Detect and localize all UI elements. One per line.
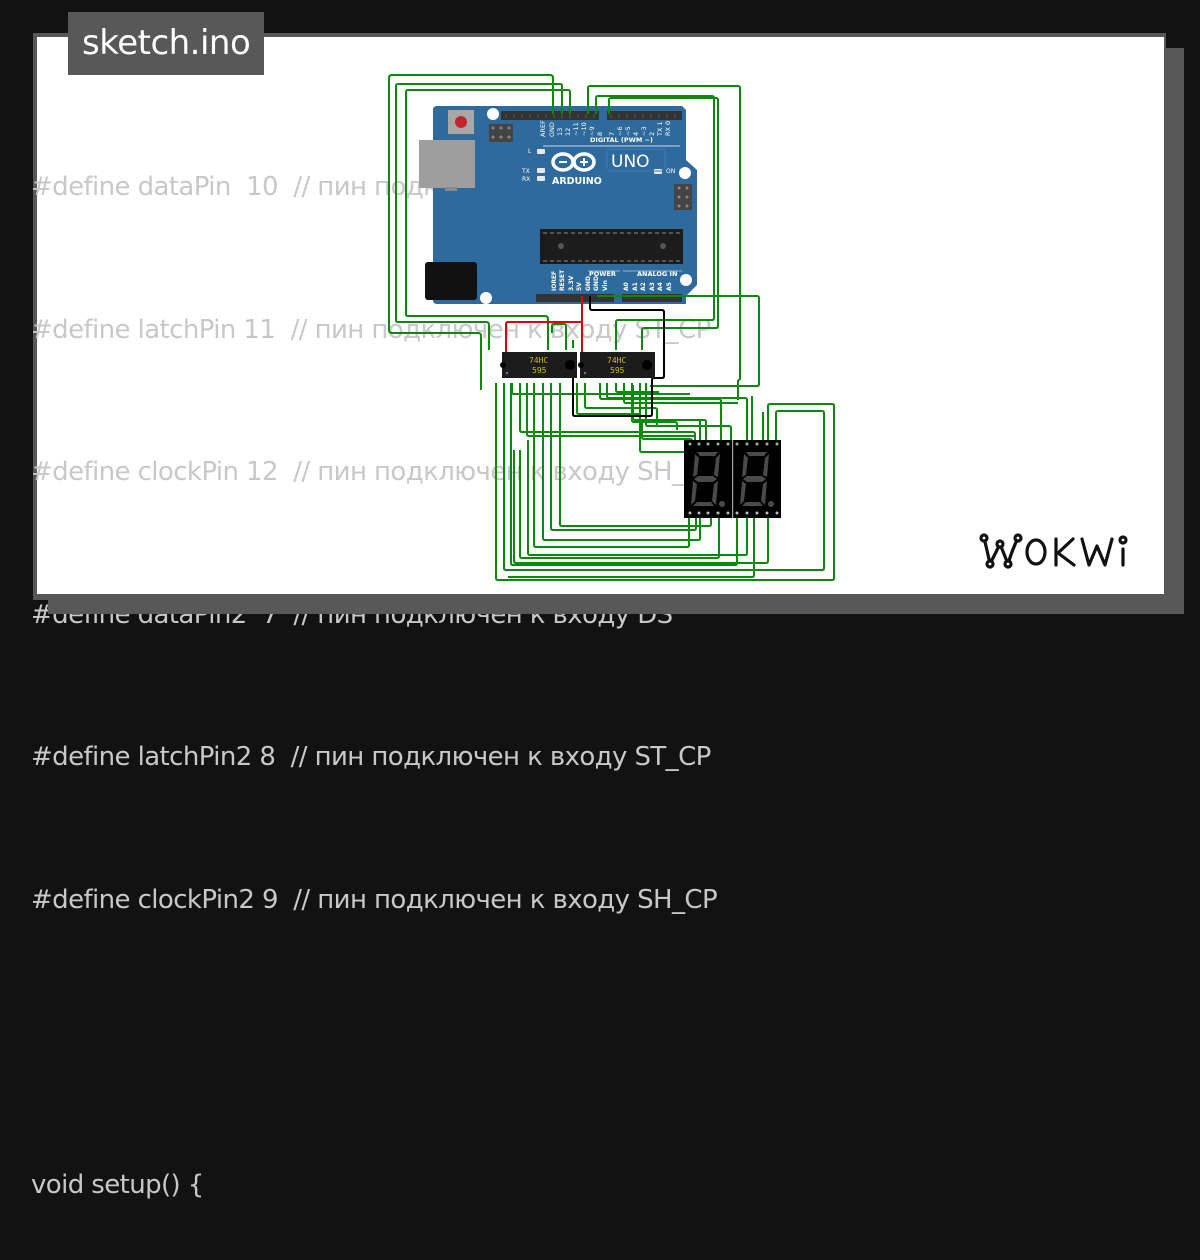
led-tx-label: TX [521,168,530,175]
sr1-label-line2: 595 [532,366,547,375]
svg-text:IOREF: IOREF [551,271,558,291]
svg-text:TX 1: TX 1 [656,121,664,137]
circuit-diagram: AREF GND 13 12 ~11 ~10 ~9 8 7 ~6 ~5 4 ~3… [388,74,835,581]
svg-text:7: 7 [608,132,616,136]
svg-text:3.3V: 3.3V [568,275,575,291]
arduino-uno-board[interactable]: AREF GND 13 12 ~11 ~10 ~9 8 7 ~6 ~5 4 ~3… [419,106,697,304]
svg-text:RESET: RESET [559,269,566,291]
code-line: #define clockPin2 9 // пин подключен к в… [31,884,718,915]
wokwi-logo[interactable]: WOKWi [978,528,1150,574]
svg-text:A3: A3 [649,282,656,291]
power-header [536,294,614,302]
svg-text:A0: A0 [623,282,630,291]
file-title-tab[interactable]: sketch.ino [68,12,265,75]
svg-text:A2: A2 [640,282,647,291]
code-line: #define latchPin2 8 // пин подключен к в… [31,742,711,772]
svg-text:A4: A4 [657,282,664,291]
code-line: void setup() { [31,1169,204,1200]
arduino-brand-label: ARDUINO [552,176,602,187]
power-jack-icon [425,262,477,300]
digital-header-1 [501,111,599,120]
svg-text:A1: A1 [632,282,639,291]
digit-1-segments [691,452,725,507]
bottom-shadow-band [48,596,1184,614]
analog-header [622,294,682,302]
led-on-label: ON [666,168,675,175]
svg-text:GND: GND [593,276,600,291]
svg-text:~11: ~11 [572,122,580,136]
digital-header-2 [607,111,682,120]
svg-text:Vin: Vin [602,280,609,291]
svg-text:13: 13 [556,128,564,136]
sr1-label-line1: 74HC [529,356,548,365]
ground-wires [572,296,665,417]
svg-text:~6: ~6 [616,126,624,136]
svg-text:8: 8 [596,132,604,136]
svg-text:~3: ~3 [640,126,648,136]
digital-pwm-label: DIGITAL (PWM ~) [590,136,653,144]
uno-model-label: UNO [611,152,650,172]
sr2-label-line2: 595 [610,366,625,375]
analog-in-label: ANALOG IN [637,270,677,278]
wokwi-logo-text: WOKWi [978,528,982,529]
svg-text:~5: ~5 [624,126,632,136]
svg-text:~9: ~9 [588,126,596,136]
svg-text:4: 4 [632,132,640,136]
svg-text:~10: ~10 [580,122,588,136]
power-wires [505,296,583,352]
svg-text:A5: A5 [666,282,673,291]
svg-text:5V: 5V [576,282,583,291]
digit-2-segments [740,452,774,507]
shift-register-1[interactable]: 74HC 595 [500,352,577,378]
code-line: #define clockPin 12 // пин подключен к в… [31,457,718,487]
signal-wires [388,74,835,581]
code-line [31,1019,717,1067]
arduino-infinity-logo-icon [551,152,596,172]
sr2-label-line1: 74HC [607,356,626,365]
svg-text:2: 2 [648,132,656,136]
bottom-left-frame [33,596,48,600]
svg-text:RX 0: RX 0 [664,121,672,136]
usb-port-icon [419,140,475,188]
power-label: POWER [589,270,616,278]
svg-text:AREF: AREF [539,120,547,137]
led-rx-label: RX [522,176,530,183]
svg-text:GND: GND [548,122,556,137]
shift-register-2[interactable]: 74HC 595 [578,352,655,378]
led-l-label: L [528,148,532,155]
seven-segment-display[interactable] [684,440,781,518]
svg-text:12: 12 [564,128,572,136]
svg-text:GND: GND [585,276,592,291]
